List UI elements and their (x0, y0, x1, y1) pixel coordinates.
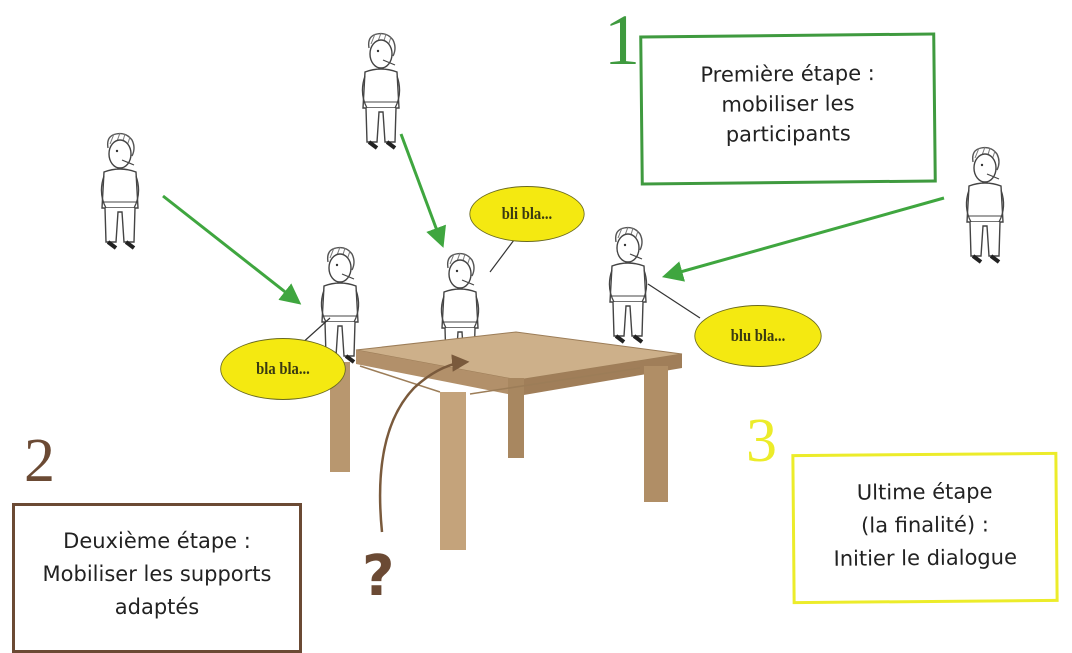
step-text: Deuxième étape : (63, 529, 251, 553)
speech-pointer (647, 283, 701, 319)
step-text: participants (725, 121, 851, 147)
step-text: (la finalité) : (860, 512, 989, 538)
person-icon (319, 245, 361, 364)
arrow-to-table-center (399, 133, 446, 248)
speech-bubble: bla bla... (220, 338, 346, 400)
speech-bubble: bli bla... (469, 186, 585, 242)
question-mark-icon: ? (362, 544, 395, 609)
arrow-to-table-left (162, 194, 302, 305)
table (330, 331, 683, 550)
step-text: Première étape : (700, 61, 875, 87)
person-icon (964, 145, 1006, 264)
step-text: Mobiliser les supports (42, 562, 272, 586)
arrow-to-table-right (661, 196, 945, 282)
step-box-2: Deuxième étape : Mobiliser les supports … (12, 503, 302, 653)
speech-bubble: blu bla... (694, 305, 822, 367)
step-number: 3 (746, 407, 777, 475)
step-text: Initier le dialogue (833, 545, 1018, 571)
step-box-1: Première étape : mobiliser les participa… (639, 32, 937, 186)
arrow-to-table-support (378, 354, 470, 533)
person-icon (99, 131, 141, 250)
step-text: mobiliser les (721, 91, 855, 117)
step-box-3: Ultime étape (la finalité) : Initier le … (791, 451, 1059, 605)
person-icon (607, 225, 649, 344)
step-number: 2 (24, 427, 55, 495)
step-number: 1 (604, 0, 640, 80)
step-text: adaptés (114, 595, 200, 619)
step-text: Ultime étape (856, 479, 993, 505)
person-icon (360, 31, 402, 150)
